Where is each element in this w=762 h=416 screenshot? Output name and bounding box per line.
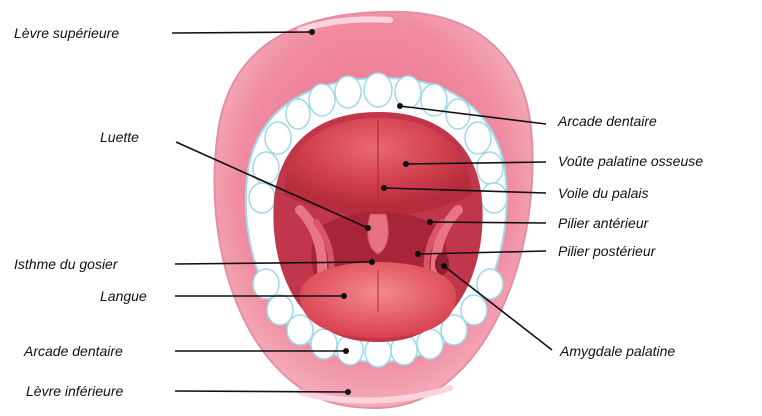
label-langue: Langue xyxy=(100,288,147,304)
label-levre-inferieure: Lèvre inférieure xyxy=(26,383,123,399)
leader-levre-inf xyxy=(175,391,348,392)
label-amygdale-palatine: Amygdale palatine xyxy=(560,343,675,359)
label-levre-superieure: Lèvre supérieure xyxy=(14,25,119,41)
leader-pilier-ant xyxy=(430,222,546,223)
label-luette: Luette xyxy=(100,129,139,145)
label-arcade-dentaire-superieure: Arcade dentaire xyxy=(558,113,657,129)
label-voile-du-palais: Voile du palais xyxy=(558,185,649,201)
label-pilier-anterieur: Pilier antérieur xyxy=(558,215,648,231)
label-voute-palatine: Voûte palatine osseuse xyxy=(558,153,703,169)
label-pilier-posterieur: Pilier postérieur xyxy=(558,243,655,259)
label-isthme-du-gosier: Isthme du gosier xyxy=(14,256,118,272)
leader-levre-sup xyxy=(172,32,312,33)
label-arcade-dentaire-inferieure: Arcade dentaire xyxy=(24,343,123,359)
